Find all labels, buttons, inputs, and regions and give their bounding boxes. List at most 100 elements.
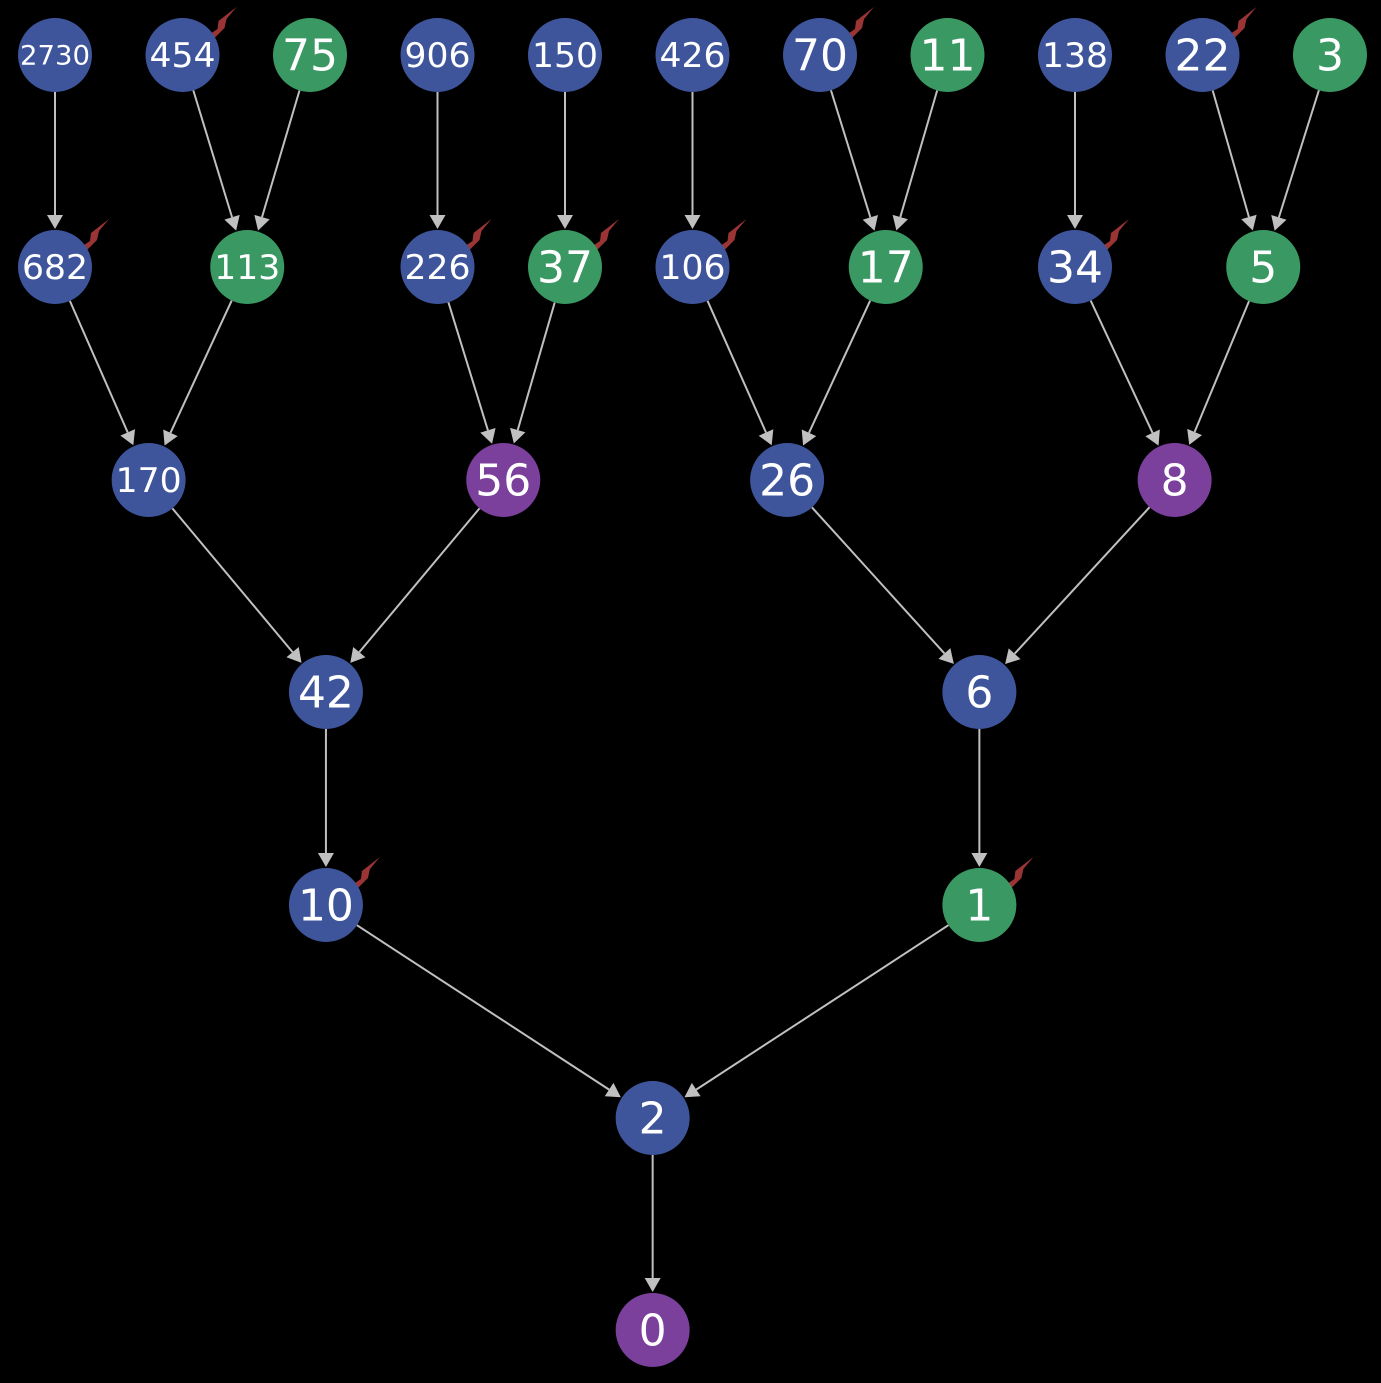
lightning-bolt-icon xyxy=(588,219,619,253)
arrowhead-icon xyxy=(224,214,240,231)
arrowhead-icon xyxy=(120,429,136,446)
edge-2-to-0 xyxy=(644,1155,661,1292)
node-circle-green[interactable] xyxy=(210,230,285,304)
node-138[interactable]: 138 xyxy=(1038,18,1112,92)
node-8[interactable]: 8 xyxy=(1137,443,1212,517)
edge-line xyxy=(358,507,481,653)
node-label: 22 xyxy=(1175,31,1231,82)
lightning-bolt-icon xyxy=(348,857,380,891)
node-circle-blue[interactable] xyxy=(111,443,186,517)
arrowhead-icon xyxy=(510,427,526,444)
node-circle-blue[interactable] xyxy=(288,868,363,942)
node-circle-blue[interactable] xyxy=(655,18,730,92)
edge-10-to-2 xyxy=(356,924,621,1098)
node-circle-purple[interactable] xyxy=(615,1293,690,1367)
node-2730[interactable]: 2730 xyxy=(18,18,92,92)
node-10[interactable]: 10 xyxy=(288,857,380,942)
edge-6-to-1 xyxy=(971,729,988,867)
edge-42-to-10 xyxy=(317,729,334,867)
node-426[interactable]: 426 xyxy=(655,18,730,92)
edge-line xyxy=(1211,90,1250,218)
node-circle-blue[interactable] xyxy=(528,18,602,92)
arrowhead-icon xyxy=(1145,429,1160,446)
node-circle-blue[interactable] xyxy=(655,230,730,304)
arrowhead-icon xyxy=(801,429,817,446)
arrowhead-icon xyxy=(480,427,496,444)
node-label: 226 xyxy=(405,248,471,288)
node-454[interactable]: 454 xyxy=(145,7,237,92)
node-113[interactable]: 113 xyxy=(210,230,285,304)
node-circle-blue[interactable] xyxy=(615,1081,690,1155)
node-11[interactable]: 11 xyxy=(910,18,985,92)
arrowhead-icon xyxy=(254,214,270,231)
node-circle-green[interactable] xyxy=(848,230,923,304)
node-56[interactable]: 56 xyxy=(466,443,541,517)
node-circle-blue[interactable] xyxy=(288,655,363,729)
node-circle-blue[interactable] xyxy=(400,18,475,92)
edge-34-to-8 xyxy=(1089,300,1160,446)
node-label: 2 xyxy=(639,1094,667,1145)
node-circle-blue[interactable] xyxy=(1038,230,1112,304)
node-label: 113 xyxy=(214,248,280,288)
edge-8-to-6 xyxy=(1005,506,1151,665)
node-2[interactable]: 2 xyxy=(615,1081,690,1155)
node-170[interactable]: 170 xyxy=(111,443,186,517)
node-circle-blue[interactable] xyxy=(18,230,92,304)
arrowhead-icon xyxy=(971,853,988,867)
lightning-bolt-icon xyxy=(843,7,874,41)
arrowhead-icon xyxy=(1187,428,1202,445)
node-42[interactable]: 42 xyxy=(288,655,363,729)
node-226[interactable]: 226 xyxy=(400,219,492,304)
node-682[interactable]: 682 xyxy=(18,219,109,304)
node-22[interactable]: 22 xyxy=(1165,7,1257,92)
edge-906-to-226 xyxy=(429,92,446,229)
edge-113-to-170 xyxy=(163,300,233,446)
node-circle-green[interactable] xyxy=(910,18,985,92)
node-circle-green[interactable] xyxy=(942,868,1017,942)
node-circle-blue[interactable] xyxy=(400,230,475,304)
node-26[interactable]: 26 xyxy=(750,443,825,517)
node-75[interactable]: 75 xyxy=(273,18,347,92)
node-5[interactable]: 5 xyxy=(1226,230,1301,304)
node-70[interactable]: 70 xyxy=(783,7,874,92)
node-circle-blue[interactable] xyxy=(942,655,1017,729)
node-0[interactable]: 0 xyxy=(615,1293,690,1367)
node-circle-blue[interactable] xyxy=(1038,18,1112,92)
node-circle-blue[interactable] xyxy=(783,18,857,92)
node-circle-green[interactable] xyxy=(528,230,602,304)
node-label: 17 xyxy=(858,243,914,294)
edge-line xyxy=(1089,300,1154,434)
node-37[interactable]: 37 xyxy=(528,219,619,304)
node-circle-green[interactable] xyxy=(1293,18,1367,92)
node-150[interactable]: 150 xyxy=(528,18,602,92)
node-label: 138 xyxy=(1042,36,1108,76)
edge-line xyxy=(1193,300,1250,433)
node-1[interactable]: 1 xyxy=(942,857,1034,942)
node-label: 106 xyxy=(660,248,726,288)
node-34[interactable]: 34 xyxy=(1038,219,1129,304)
edge-line xyxy=(516,302,556,431)
node-circle-green[interactable] xyxy=(1226,230,1301,304)
node-circle-purple[interactable] xyxy=(1137,443,1212,517)
edge-22-to-5 xyxy=(1211,90,1257,231)
edge-170-to-42 xyxy=(171,507,302,663)
node-106[interactable]: 106 xyxy=(655,219,747,304)
arrowhead-icon xyxy=(644,1278,661,1292)
node-906[interactable]: 906 xyxy=(400,18,475,92)
node-circle-green[interactable] xyxy=(273,18,347,92)
node-6[interactable]: 6 xyxy=(942,655,1017,729)
node-17[interactable]: 17 xyxy=(848,230,923,304)
lightning-bolt-icon xyxy=(715,219,747,253)
node-label: 682 xyxy=(22,248,88,288)
node-circle-blue[interactable] xyxy=(145,18,220,92)
node-3[interactable]: 3 xyxy=(1293,18,1367,92)
node-circle-blue[interactable] xyxy=(18,18,92,92)
edge-11-to-17 xyxy=(892,90,939,231)
arrowhead-icon xyxy=(1271,214,1287,231)
node-circle-blue[interactable] xyxy=(750,443,825,517)
node-label: 56 xyxy=(475,456,531,507)
node-circle-purple[interactable] xyxy=(466,443,541,517)
node-circle-blue[interactable] xyxy=(1165,18,1240,92)
